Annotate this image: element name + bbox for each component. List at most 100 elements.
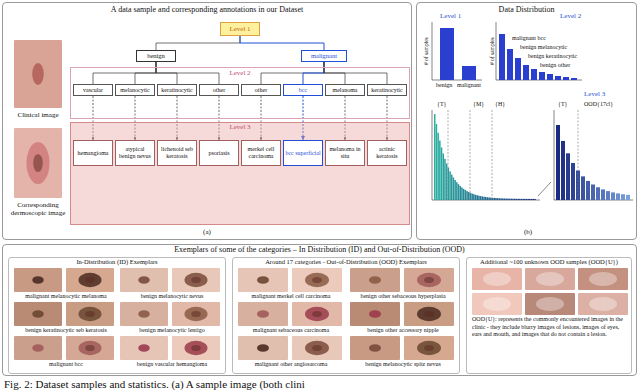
zoom-line	[538, 182, 551, 196]
lesion	[305, 307, 329, 321]
bar	[621, 194, 625, 200]
bar	[606, 191, 610, 200]
connector	[93, 62, 156, 84]
node-title: bcc	[299, 87, 307, 94]
label: {H}	[495, 101, 505, 108]
label: (b)	[520, 228, 536, 236]
bar	[505, 199, 507, 200]
panel: Exemplars of some of the categories – In…	[2, 244, 637, 376]
photo	[172, 268, 220, 292]
node-title: hemangioma	[78, 150, 109, 157]
axis	[432, 22, 433, 80]
leaf-box: lichenoid seb keratosis	[157, 140, 197, 166]
bar	[528, 199, 530, 200]
node-title: other	[213, 87, 225, 94]
lesion-core	[33, 154, 43, 172]
bar	[478, 196, 480, 200]
photo	[14, 128, 62, 198]
photo	[404, 302, 454, 326]
photo	[292, 336, 342, 360]
leaf-box: psoriasis	[199, 140, 239, 166]
node-title: bcc superficial	[285, 150, 320, 157]
photo	[120, 268, 168, 292]
bar	[547, 74, 553, 80]
bar	[511, 199, 513, 200]
node-title: A data sample and corresponding annotati…	[3, 5, 411, 14]
bar	[502, 198, 504, 200]
lesion	[305, 341, 329, 355]
lesion	[138, 276, 150, 284]
bar	[539, 72, 545, 80]
leaf-box: bcc superficial	[283, 140, 323, 166]
connector	[135, 62, 156, 84]
lesion-core	[85, 345, 95, 351]
photo	[404, 268, 454, 292]
leaf-box: merkel cell carcinoma	[241, 140, 281, 166]
connector	[156, 36, 240, 50]
lesion	[184, 273, 207, 287]
photo	[350, 336, 400, 360]
bar	[471, 194, 473, 200]
bar	[473, 194, 475, 200]
bar	[439, 141, 441, 200]
node-title: Level 2	[71, 69, 409, 77]
bar	[437, 133, 439, 200]
photo	[14, 336, 62, 360]
node-title: merkel cell carcinoma	[243, 146, 279, 160]
bar	[509, 199, 511, 200]
class-box: vascular	[73, 84, 113, 96]
bar	[490, 198, 492, 200]
node-title: melanoma in situ	[327, 146, 363, 160]
bar	[523, 65, 529, 80]
node-title: Around 17 categories - Out-of-Distributi…	[233, 258, 459, 265]
photo	[525, 293, 575, 315]
label: # of samples	[489, 31, 495, 71]
node-title: vascular	[83, 87, 103, 94]
bar	[480, 196, 482, 200]
blur-patch	[536, 272, 564, 286]
node-title: melanocytic	[120, 87, 149, 94]
split-line	[470, 110, 471, 200]
label: Corresponding dermoscopic image	[6, 201, 70, 217]
node-title: keratinocytic	[161, 87, 192, 94]
bar	[462, 66, 476, 80]
photo	[66, 268, 114, 292]
bar	[516, 199, 518, 200]
bar	[581, 176, 585, 200]
lesion	[417, 307, 441, 321]
node-body: OOD{U}: represents the commonly encounte…	[467, 316, 631, 338]
bar	[451, 175, 453, 200]
bar	[504, 198, 506, 200]
photo	[292, 268, 342, 292]
label: benign other sebaceous hyperplasia	[350, 293, 456, 300]
photo	[120, 302, 168, 326]
bar	[494, 198, 496, 200]
node-title: Level 1	[229, 25, 250, 33]
lesion	[257, 276, 269, 284]
photo	[472, 293, 522, 315]
label: Level 2	[560, 12, 581, 20]
class-box: bcc	[283, 84, 323, 96]
bar	[463, 189, 465, 200]
lesion	[257, 310, 269, 318]
lesion-core	[312, 277, 322, 283]
lesion-core	[191, 277, 201, 283]
label: benign keratinocytic seb keratosis	[14, 327, 118, 334]
lesion-core	[424, 311, 434, 317]
connector	[240, 36, 324, 50]
bar	[436, 124, 438, 200]
lesion	[257, 344, 269, 352]
bar	[601, 189, 605, 200]
panel: A data sample and corresponding annotati…	[2, 2, 412, 240]
node-title: actinic keratosis	[369, 146, 405, 160]
bar	[524, 199, 526, 200]
photo	[350, 268, 400, 292]
bar	[507, 49, 513, 80]
bar	[514, 199, 516, 200]
split-line	[578, 110, 579, 200]
leaf-box: actinic keratosis	[367, 140, 407, 166]
lesion	[26, 142, 49, 184]
photo	[14, 40, 62, 108]
bar	[443, 154, 445, 200]
label: benign keratinocytic	[528, 53, 577, 60]
